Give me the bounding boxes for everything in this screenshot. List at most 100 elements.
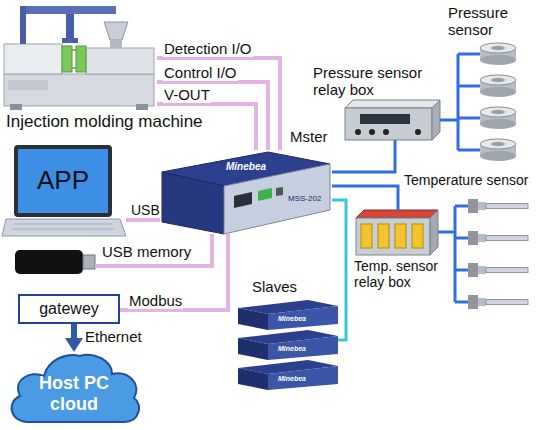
slave-units-art-part <box>268 336 338 360</box>
molding-machine-art-part <box>8 80 48 90</box>
edge-label: Control I/O <box>163 64 238 81</box>
temp-relay-box-art-part <box>356 218 430 255</box>
pressure-sensor-art <box>480 43 516 161</box>
temperature-sensor-art-part <box>478 266 486 274</box>
pressure-sensor-art-part <box>491 78 505 82</box>
molding-machine-art-part <box>76 46 86 72</box>
molding-machine-art-part <box>136 104 148 110</box>
sensor-label: Pressure sensor <box>448 4 520 39</box>
signal-line <box>126 218 160 222</box>
temp-relay-box-art-part <box>430 210 438 255</box>
master-unit-art <box>162 152 330 234</box>
signal-line <box>332 140 395 172</box>
temp-relay-box-art-part <box>395 224 406 248</box>
laptop-art-part <box>14 224 112 225</box>
sensor-wires-part <box>438 206 468 302</box>
pressure-relay-box-art-part <box>369 129 375 135</box>
molding-machine-art <box>4 6 154 110</box>
node-label: Pressure sensor relay box <box>313 64 433 99</box>
pressure-relay-box-art-part <box>415 129 421 135</box>
slave-units-art <box>238 300 338 390</box>
gateway-box: gatewey <box>18 294 120 324</box>
pressure-relay-box-art-part <box>345 100 440 108</box>
temperature-sensor-art-part <box>478 234 486 242</box>
molding-machine-art-part <box>62 46 72 72</box>
temperature-sensor-art-part <box>478 298 486 306</box>
signal-line <box>157 58 280 150</box>
master-unit-art-part <box>234 192 252 208</box>
pressure-relay-box-art-part <box>345 108 432 140</box>
pressure-sensor-art-part <box>491 46 505 50</box>
pressure-relay-box-art-part <box>360 114 410 124</box>
temperature-sensor-art-part <box>486 204 528 209</box>
molding-machine-art-part <box>10 104 22 110</box>
temperature-sensor-art-part <box>486 236 528 241</box>
slave-units-art-part <box>238 308 268 330</box>
node-label: Injection molding machine <box>6 112 203 132</box>
master-unit-art-part <box>162 172 224 234</box>
molding-machine-art-part <box>86 48 154 74</box>
molding-machine-art-part <box>4 44 62 74</box>
temperature-sensor-art-part <box>486 268 528 273</box>
laptop-art-part <box>2 219 126 236</box>
molding-machine-art-part <box>20 6 26 44</box>
sensor-label: Temperature sensor <box>404 172 529 188</box>
laptop-art-part <box>18 149 108 213</box>
usb-stick-art-part <box>15 250 83 274</box>
pressure-sensor-art-part <box>480 139 516 149</box>
pressure-sensor-art-part <box>480 55 516 65</box>
pressure-sensor-art-part <box>480 119 516 129</box>
laptop-art-part <box>12 229 114 230</box>
temperature-sensor-art <box>468 199 528 309</box>
edge-label: Modbus <box>128 292 183 309</box>
temperature-sensor-art-part <box>478 202 486 210</box>
laptop-node: APP <box>2 145 126 240</box>
temperature-sensor-art-part <box>468 295 478 309</box>
signal-line <box>71 324 77 338</box>
master-unit-art-part <box>276 187 283 196</box>
pressure-sensor-art-part <box>480 43 516 53</box>
usb-stick-art-part <box>83 255 95 269</box>
node-label: Temp. sensor relay box <box>354 258 450 290</box>
pressure-sensor-art-part <box>480 75 516 85</box>
model-number: MSS-202 <box>288 194 321 203</box>
slave-units-art-part <box>238 368 268 390</box>
usb-memory-node: USB memory <box>15 250 95 274</box>
molding-machine-art-part <box>110 40 122 48</box>
edge-label: Ethernet <box>84 328 143 345</box>
sensor-wires-part <box>440 54 480 150</box>
node-label: APP <box>18 149 108 213</box>
edge-label: Detection I/O <box>163 40 253 57</box>
brand-logo: Minebea <box>278 315 306 323</box>
pressure-sensor-art-part <box>480 151 516 161</box>
node-label: USB memory <box>102 243 191 260</box>
slave-units-art-part <box>268 366 338 390</box>
edge-label: V-OUT <box>163 86 211 103</box>
master-unit-art-part <box>224 164 330 234</box>
temp-relay-box-art-part <box>356 210 438 218</box>
molding-machine-art-part <box>104 22 128 40</box>
pressure-relay-box-art-part <box>383 129 389 135</box>
brand-logo: Minebea <box>278 345 306 353</box>
relay-box-node: Pressure sensor relay box <box>345 100 440 140</box>
cloud-node: Host PC cloud <box>4 352 144 424</box>
temp-relay-box-art-part <box>378 224 389 248</box>
slave-units-art-part <box>238 338 268 360</box>
molding-machine-art-part <box>66 14 74 40</box>
node-label: Slaves <box>252 278 297 295</box>
signal-line <box>332 186 398 210</box>
temperature-sensor-art-part <box>468 263 478 277</box>
pressure-relay-box-art-part <box>432 100 440 140</box>
temperature-sensor-art-part <box>468 231 478 245</box>
pressure-sensor-art-part <box>491 142 505 146</box>
temp-relay-box-art-part <box>361 224 372 248</box>
brand-logo: Minebea <box>226 161 266 173</box>
cloud-outline <box>12 355 139 422</box>
pressure-sensor-art-part <box>491 110 505 114</box>
node-label: gatewey <box>20 296 118 322</box>
molding-machine-art-part <box>24 6 116 14</box>
relay-box-node: Temp. sensor relay box <box>356 210 438 255</box>
node-label: Host PC cloud <box>24 368 124 420</box>
signal-line <box>95 234 212 266</box>
pressure-relay-box-art-part <box>355 129 361 135</box>
